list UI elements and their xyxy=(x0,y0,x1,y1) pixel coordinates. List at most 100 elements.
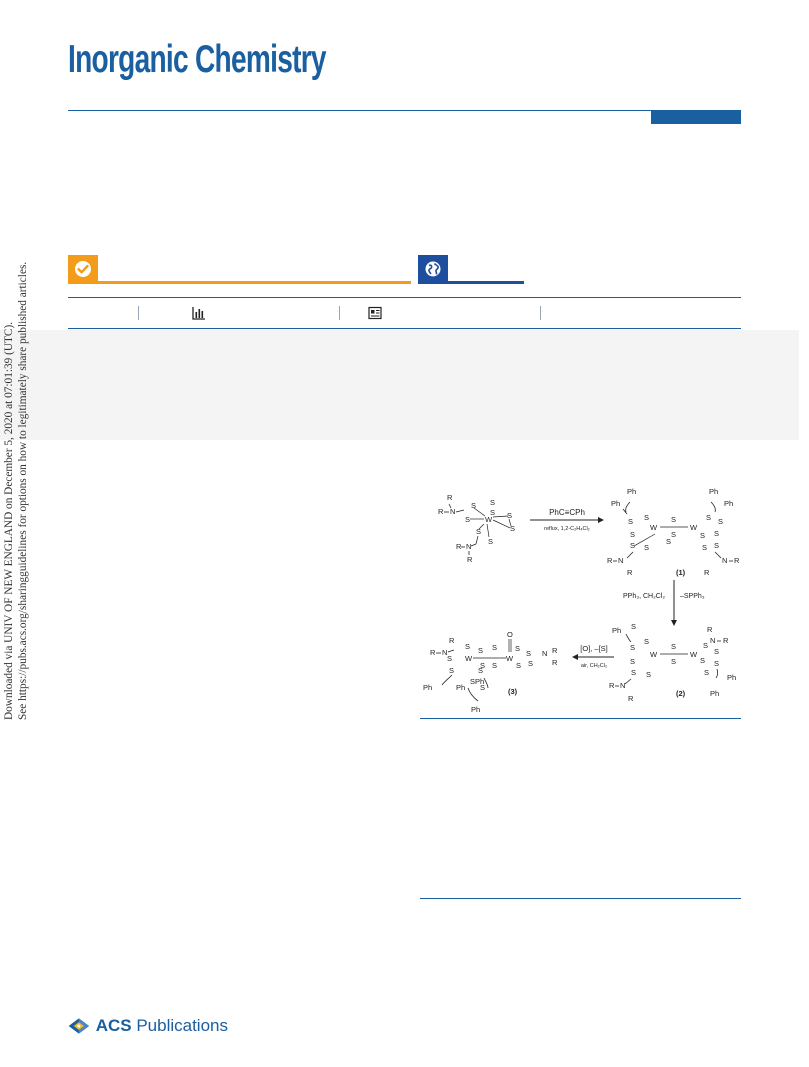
svg-text:S: S xyxy=(700,656,705,665)
svg-text:R: R xyxy=(449,636,455,645)
svg-text:S: S xyxy=(492,643,497,652)
svg-text:S: S xyxy=(630,541,635,550)
svg-text:S: S xyxy=(671,515,676,524)
download-notice: Downloaded via UNIV OF NEW ENGLAND on De… xyxy=(2,261,46,720)
svg-text:Ph: Ph xyxy=(710,689,719,698)
svg-text:R: R xyxy=(723,636,729,645)
svg-text:S: S xyxy=(510,524,515,533)
svg-text:S: S xyxy=(507,511,512,520)
compound-label-1: (1) xyxy=(676,568,686,577)
svg-text:S: S xyxy=(630,657,635,666)
svg-text:S: S xyxy=(666,537,671,546)
license-badge[interactable] xyxy=(418,255,448,283)
compound-label-2: (2) xyxy=(676,689,686,698)
svg-text:Ph: Ph xyxy=(727,673,736,682)
open-access-underline xyxy=(68,281,411,284)
newspaper-icon[interactable] xyxy=(368,306,382,320)
svg-text:S: S xyxy=(703,641,708,650)
svg-text:R: R xyxy=(552,646,558,655)
svg-text:Ph: Ph xyxy=(456,683,465,692)
svg-text:N: N xyxy=(442,648,447,657)
condition-bottom: air, CH₂Cl₂ xyxy=(581,663,607,669)
svg-text:R: R xyxy=(467,555,473,564)
download-notice-line-2: See https://pubs.acs.org/sharingguidelin… xyxy=(17,261,29,720)
svg-text:S: S xyxy=(492,661,497,670)
svg-text:S: S xyxy=(631,622,636,631)
svg-text:S: S xyxy=(630,530,635,539)
svg-text:S: S xyxy=(478,666,483,675)
metrics-separator xyxy=(138,306,139,320)
arrow-top: PhC≡CPh reflux, 1,2-C₂H₄Cl₂ xyxy=(530,508,604,532)
reagent-right-1: PPh₃, CH₂Cl₂ xyxy=(623,593,665,600)
svg-text:S: S xyxy=(526,649,531,658)
svg-text:N: N xyxy=(722,556,727,565)
svg-text:W: W xyxy=(485,515,493,524)
svg-text:S: S xyxy=(471,501,476,510)
header-rule xyxy=(68,110,741,111)
acs-publications-logo[interactable]: ACS Publications xyxy=(68,1010,228,1042)
svg-text:O: O xyxy=(507,630,513,639)
svg-text:S: S xyxy=(465,642,470,651)
svg-text:S: S xyxy=(714,647,719,656)
metrics-separator xyxy=(339,306,340,320)
svg-text:R: R xyxy=(438,507,444,516)
svg-text:W: W xyxy=(690,650,698,659)
svg-text:S: S xyxy=(700,531,705,540)
svg-text:N: N xyxy=(542,649,547,658)
svg-text:S: S xyxy=(644,637,649,646)
svg-text:S: S xyxy=(714,529,719,538)
svg-text:S: S xyxy=(476,527,481,536)
compound-label-3: (3) xyxy=(508,687,518,696)
svg-text:S: S xyxy=(516,661,521,670)
svg-text:S: S xyxy=(465,515,470,524)
svg-text:S: S xyxy=(515,644,520,653)
starting-complex: R R N S S W S S S S S S R N R xyxy=(438,493,515,564)
svg-text:N: N xyxy=(710,636,715,645)
svg-text:W: W xyxy=(690,523,698,532)
svg-text:W: W xyxy=(465,654,473,663)
reagent-right-2: –SPPh₃ xyxy=(680,593,705,600)
open-access-badge[interactable] xyxy=(68,255,98,283)
svg-text:R: R xyxy=(704,568,710,577)
svg-text:S: S xyxy=(671,530,676,539)
svg-text:S: S xyxy=(449,666,454,675)
svg-text:S: S xyxy=(628,517,633,526)
svg-text:R: R xyxy=(628,694,634,703)
svg-text:R: R xyxy=(552,658,558,667)
arrow-bottom: [O], –[S] air, CH₂Cl₂ xyxy=(572,644,614,669)
svg-text:R: R xyxy=(456,542,462,551)
svg-text:Ph: Ph xyxy=(612,626,621,635)
figure-rule-top xyxy=(420,718,741,719)
metrics-separator xyxy=(540,306,541,320)
svg-text:Ph: Ph xyxy=(709,487,718,496)
svg-text:Ph: Ph xyxy=(611,499,620,508)
svg-text:S: S xyxy=(671,642,676,651)
svg-text:S: S xyxy=(447,654,452,663)
svg-text:SPh: SPh xyxy=(470,677,484,686)
svg-text:S: S xyxy=(631,668,636,677)
svg-text:S: S xyxy=(480,683,485,692)
svg-text:Ph: Ph xyxy=(423,683,432,692)
svg-text:S: S xyxy=(714,659,719,668)
svg-text:R: R xyxy=(607,556,613,565)
globe-icon xyxy=(425,261,441,277)
svg-text:S: S xyxy=(646,670,651,679)
svg-text:Ph: Ph xyxy=(724,499,733,508)
journal-title: Inorganic Chemistry xyxy=(68,38,327,81)
check-circle-icon xyxy=(75,261,91,277)
svg-text:R: R xyxy=(734,556,740,565)
acs-name: Publications xyxy=(136,1016,228,1035)
svg-text:S: S xyxy=(671,657,676,666)
reaction-scheme: R R N S S W S S S S S S R N R PhC≡CPh re… xyxy=(423,487,740,712)
svg-text:N: N xyxy=(618,556,623,565)
figure-rule-bottom xyxy=(420,898,741,899)
svg-text:S: S xyxy=(478,646,483,655)
svg-text:N: N xyxy=(466,542,471,551)
abstract-panel xyxy=(0,330,799,440)
svg-text:S: S xyxy=(488,537,493,546)
svg-text:S: S xyxy=(490,508,495,517)
svg-text:S: S xyxy=(718,517,723,526)
complex-3: R R N S S W S S O W S S S S S S N R R S … xyxy=(423,630,558,712)
svg-text:S: S xyxy=(644,543,649,552)
bar-chart-icon[interactable] xyxy=(192,306,206,320)
